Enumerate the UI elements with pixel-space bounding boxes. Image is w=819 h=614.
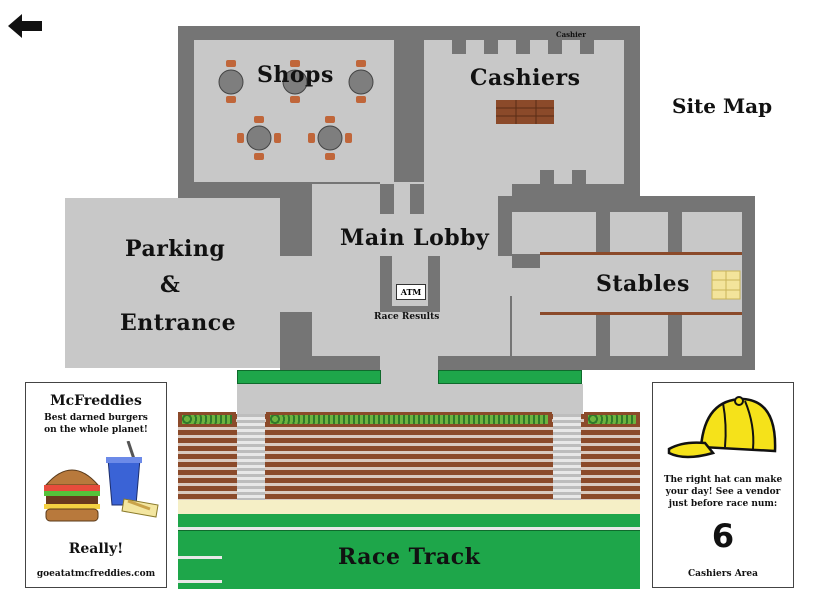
mcfreddies-ad[interactable]: McFreddies Best darned burgers on the wh… [25, 382, 167, 588]
planter [270, 415, 548, 424]
hat-ad-line-2: your day! See a vendor [665, 487, 781, 497]
race-track[interactable] [178, 530, 640, 589]
hat-ad-line-1: The right hat can make [663, 475, 783, 485]
atm-sign[interactable]: ATM [396, 284, 426, 300]
drink-and-fries-icon [106, 441, 159, 518]
race-number: 6 [711, 517, 735, 555]
hat-ad-line-3: just before race num: [668, 499, 778, 509]
race-results-label[interactable]: Race Results [374, 312, 440, 322]
yellow-cap-icon [667, 396, 777, 459]
table-chairs-icon [237, 116, 281, 160]
cashier-sign: Cashier [556, 30, 586, 39]
stairs-right [553, 414, 581, 500]
ad-brand: McFreddies [50, 393, 142, 409]
left-arrow-icon[interactable] [8, 14, 44, 38]
ad-slogan: Really! [68, 541, 124, 557]
table-chairs-icon [308, 116, 352, 160]
ad-tagline-2: on the whole planet! [44, 425, 148, 435]
ad-url[interactable]: goeatatmcfreddies.com [36, 569, 156, 579]
parking-ampersand: & [160, 272, 181, 298]
burger-icon [44, 469, 100, 522]
parking-label[interactable]: Parking [125, 236, 226, 262]
table-chairs-icon [218, 60, 244, 103]
stairs-left [237, 414, 265, 500]
entrance-label[interactable]: Entrance [120, 310, 237, 336]
race-track-label[interactable]: Race Track [338, 544, 481, 570]
site-map-title: Site Map [672, 94, 773, 118]
shops-label[interactable]: Shops [257, 62, 334, 88]
parking-entrance-floor[interactable] [65, 198, 280, 368]
table-chairs-icon [282, 60, 308, 103]
hay-bale-icon [711, 270, 741, 300]
table-chairs-icon [348, 60, 374, 103]
planter [182, 415, 232, 424]
main-lobby-label[interactable]: Main Lobby [340, 225, 490, 251]
hat-ad-location: Cashiers Area [688, 569, 758, 579]
stables-floor[interactable] [512, 212, 742, 356]
stables-label[interactable]: Stables [596, 271, 690, 297]
planter [588, 415, 636, 424]
hat-vendor-ad[interactable]: The right hat can make your day! See a v… [652, 382, 794, 588]
ad-tagline-1: Best darned burgers [44, 413, 148, 423]
cashiers-label[interactable]: Cashiers [470, 65, 581, 91]
cashier-counter-icon [496, 100, 554, 124]
